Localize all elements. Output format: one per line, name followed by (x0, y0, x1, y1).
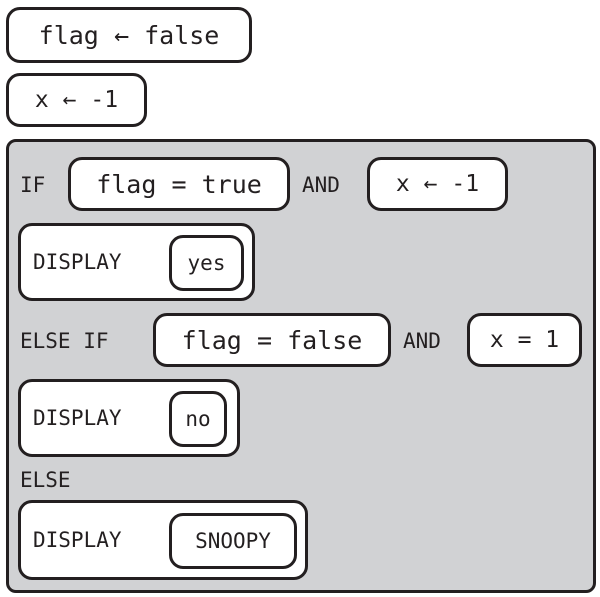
display-value: no (185, 407, 211, 431)
display-yes-block: DISPLAY yes (18, 223, 255, 301)
else-if-keyword: ELSE IF (20, 329, 109, 353)
cond-operator: = (517, 327, 532, 353)
display-no-block: DISPLAY no (18, 379, 240, 457)
arrow-symbol: ← (423, 171, 438, 197)
cond-right: 1 (545, 327, 560, 353)
display-keyword: DISPLAY (33, 528, 122, 552)
elseif-condition-x-block: x = 1 (467, 313, 582, 367)
assign-var: flag (38, 20, 99, 50)
if-condition-flag-block: flag = true (68, 157, 290, 211)
cond-left: x (489, 327, 504, 353)
display-value-box: yes (169, 235, 244, 291)
display-value: SNOOPY (195, 529, 271, 553)
cond-operator: = (171, 169, 187, 199)
cond-left: flag (96, 169, 157, 199)
display-value-box: no (169, 391, 227, 447)
assign-value: -1 (90, 87, 119, 113)
assign-x-block: x ← -1 (6, 73, 147, 127)
cond-left: x (395, 171, 410, 197)
else-keyword: ELSE (20, 468, 71, 492)
assign-value: false (144, 20, 220, 50)
cond-right: true (201, 169, 262, 199)
and-keyword: AND (403, 329, 441, 353)
display-keyword: DISPLAY (33, 250, 122, 274)
if-keyword: IF (20, 173, 46, 197)
assign-var: x (34, 87, 49, 113)
and-keyword: AND (302, 173, 340, 197)
cond-operator: = (256, 325, 272, 355)
cond-right: false (287, 325, 363, 355)
if-condition-x-block: x ← -1 (367, 157, 508, 211)
display-value: yes (187, 251, 226, 275)
assign-flag-block: flag ← false (6, 7, 252, 63)
display-value-box: SNOOPY (169, 513, 297, 569)
elseif-condition-flag-block: flag = false (153, 313, 391, 367)
arrow-symbol: ← (62, 87, 77, 113)
display-keyword: DISPLAY (33, 406, 122, 430)
arrow-symbol: ← (113, 20, 129, 50)
display-snoopy-block: DISPLAY SNOOPY (18, 500, 308, 580)
cond-right: -1 (451, 171, 480, 197)
cond-left: flag (181, 325, 242, 355)
